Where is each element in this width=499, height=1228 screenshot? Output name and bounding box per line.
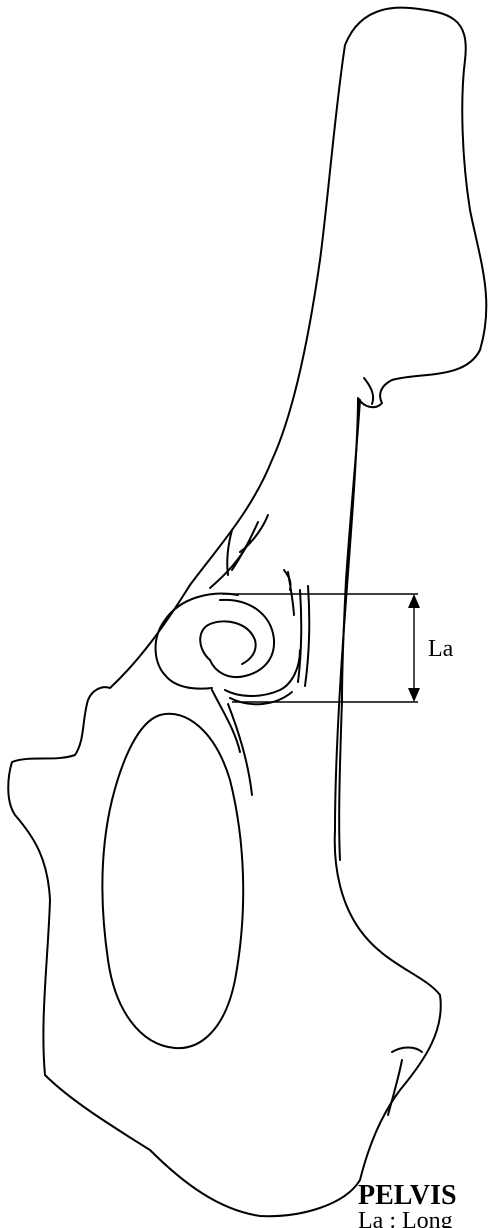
ischial-feature-1 bbox=[392, 1048, 422, 1053]
measurement-arrow-bottom bbox=[408, 688, 420, 702]
ischial-feature-2 bbox=[388, 1060, 402, 1115]
measurement-arrow-top bbox=[408, 594, 420, 608]
measurement-label: La bbox=[428, 636, 454, 662]
ischium-line-1 bbox=[212, 690, 240, 752]
acetabulum-right-line-3 bbox=[305, 586, 309, 686]
obturator-foramen bbox=[102, 714, 243, 1048]
acetabulum-lower-rim bbox=[225, 650, 300, 696]
acetabulum-upper-line-1 bbox=[240, 515, 268, 552]
acetabulum-right-line-2 bbox=[298, 590, 301, 682]
caption-legend: La : Long bbox=[358, 1208, 453, 1228]
acetabulum-inner-curve bbox=[210, 600, 274, 677]
acetabulum-upper-line-4 bbox=[210, 540, 250, 588]
ilium-inner-border bbox=[339, 400, 360, 860]
acetabular-fossa bbox=[200, 621, 255, 664]
ilium-notch bbox=[364, 378, 373, 404]
